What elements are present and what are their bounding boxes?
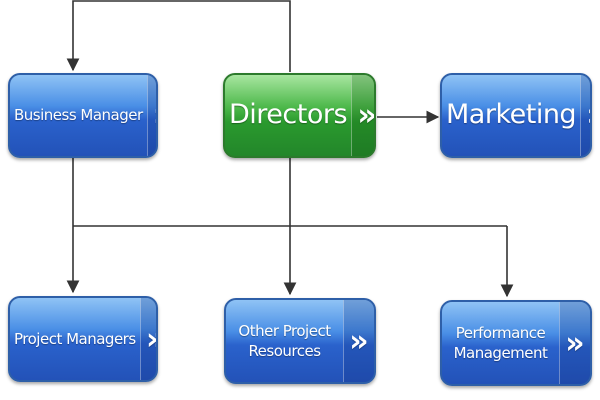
node-label-wrap: Directors — [225, 75, 351, 156]
node-label-wrap: Other Project Resources — [226, 300, 343, 382]
double-chevron-right-icon: » — [343, 300, 374, 382]
double-chevron-right-icon: » — [559, 302, 590, 384]
node-other-project-resources[interactable]: Other Project Resources » — [224, 298, 376, 384]
node-label-wrap: Performance Management — [442, 302, 559, 384]
node-performance-management[interactable]: Performance Management » — [440, 300, 592, 386]
connector-directors-to-business-manager — [66, 0, 291, 72]
node-project-managers[interactable]: Project Managers » — [8, 296, 158, 382]
node-label-line-1: Performance — [455, 323, 546, 342]
node-label: Business Manager — [14, 106, 143, 125]
double-chevron-right-icon: » — [139, 298, 156, 380]
node-marketing[interactable]: Marketing » — [440, 73, 592, 158]
node-label: Directors — [229, 99, 348, 131]
node-label-wrap: Business Manager — [10, 75, 147, 156]
node-label-line-2: Resources — [248, 342, 321, 360]
node-label-line-1: Other Project — [238, 321, 331, 340]
node-label-wrap: Marketing — [442, 75, 580, 156]
node-label: Project Managers — [14, 329, 136, 348]
node-label-wrap: Project Managers — [10, 298, 140, 380]
node-directors[interactable]: Directors » — [223, 73, 376, 158]
double-chevron-right-icon: » — [580, 75, 590, 156]
double-chevron-right-icon: » — [146, 75, 156, 156]
node-label-line-2: Management — [453, 344, 548, 362]
node-label: Marketing — [446, 99, 577, 131]
node-business-manager[interactable]: Business Manager » — [8, 73, 158, 158]
double-chevron-right-icon: » — [351, 75, 374, 156]
